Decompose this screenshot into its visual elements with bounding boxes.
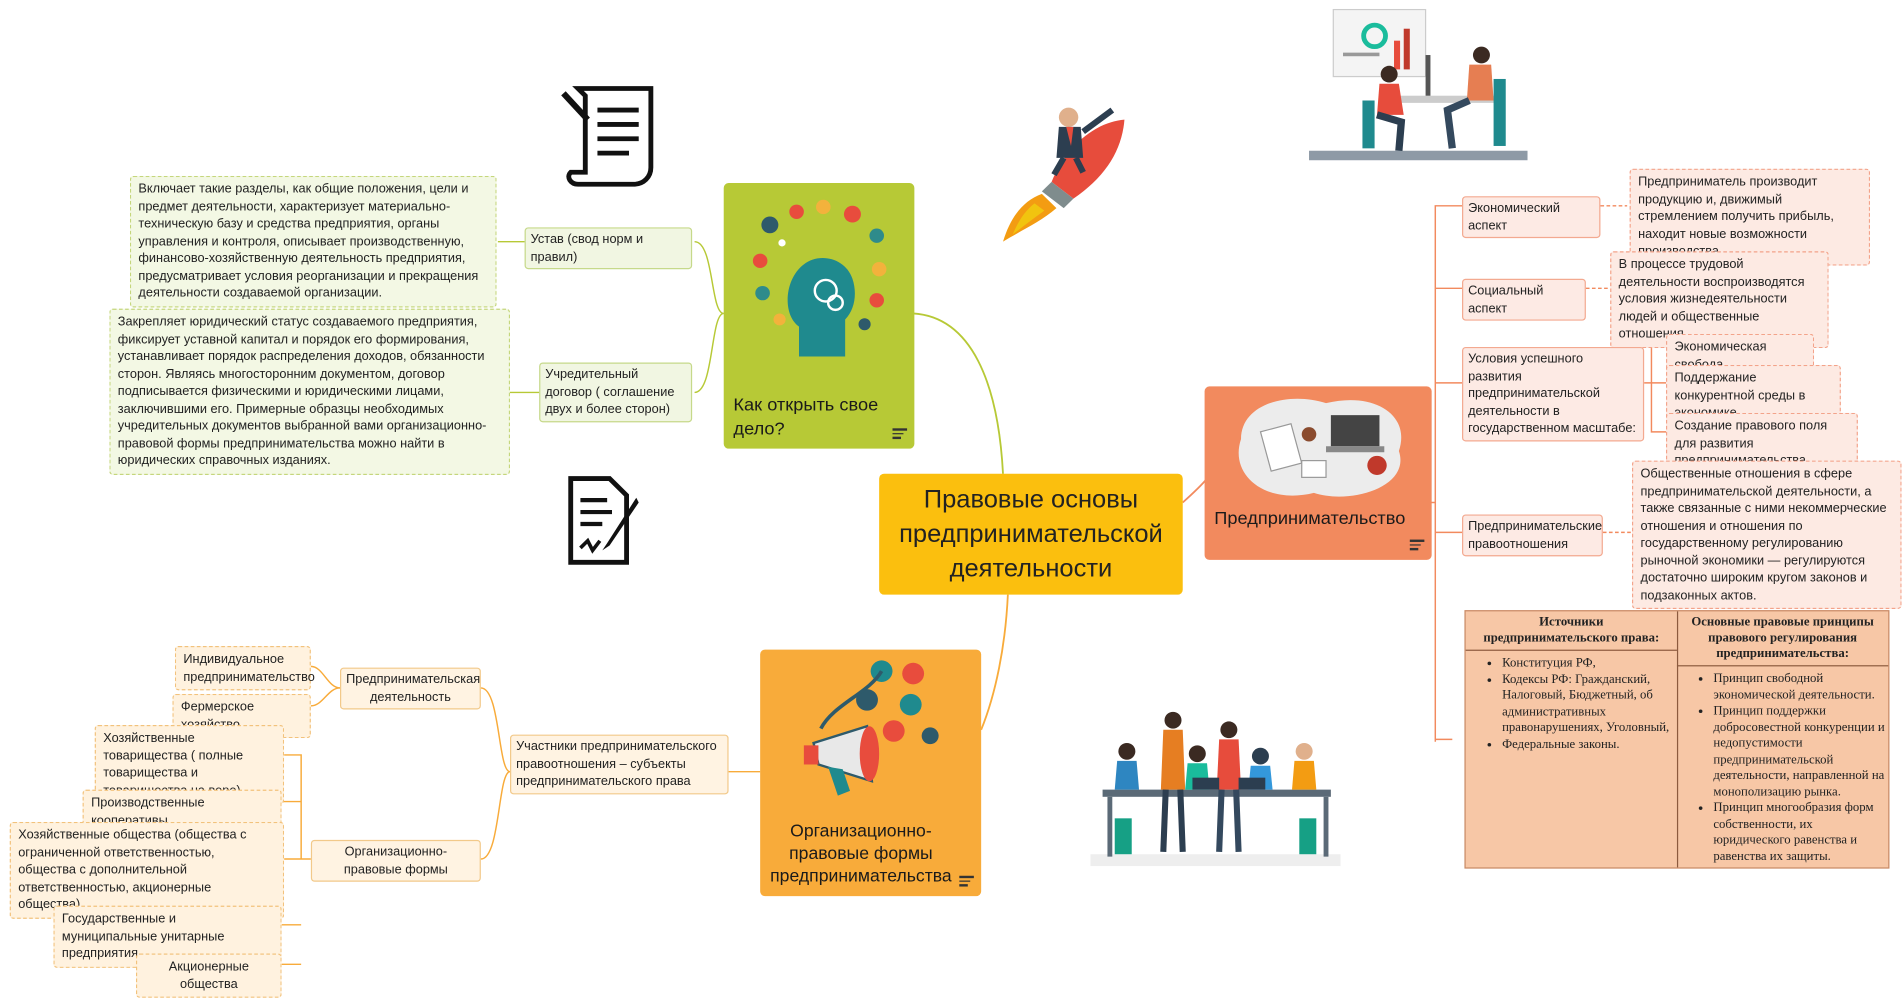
central-topic[interactable]: Правовые основы предпринимательской деят… xyxy=(879,473,1183,595)
topic-legal-forms-title: Организационно-правовые формы предприним… xyxy=(770,821,952,887)
sources-principles-table[interactable]: Источники предпринимательского права: Ко… xyxy=(1464,610,1890,869)
social-aspect-node[interactable]: Социальный аспект xyxy=(1462,278,1586,321)
legal-relations-note[interactable]: Общественные отношения в сфере предприни… xyxy=(1632,460,1902,609)
presentation-illustration xyxy=(1309,8,1528,161)
rocket-icon xyxy=(1003,107,1125,242)
legal-relations-node[interactable]: Предпринимательские правоотношения xyxy=(1462,514,1603,557)
sources-item: Федеральные законы. xyxy=(1502,736,1677,752)
legal-forms-node[interactable]: Организационно-правовые формы xyxy=(310,839,481,882)
business-companies[interactable]: Хозяйственные общества (общества с огран… xyxy=(9,821,285,919)
principles-item: Принцип многообразия форм собственности,… xyxy=(1713,800,1888,865)
principles-item: Принцип поддержки добросовестной конкуре… xyxy=(1713,703,1888,800)
principles-item: Принцип свободной экономической деятельн… xyxy=(1713,671,1888,703)
founding-agreement-note[interactable]: Закрепляет юридический статус создаваемо… xyxy=(109,308,511,475)
principles-header: Основные правовые принципы правового рег… xyxy=(1676,611,1889,667)
sources-item: Кодексы РФ: Гражданский, Налоговый, Бюдж… xyxy=(1502,672,1677,737)
desk-illustration xyxy=(1238,398,1402,497)
topic-entrepreneurship-title: Предпринимательство xyxy=(1214,508,1406,529)
sources-item: Конституция РФ, xyxy=(1502,656,1677,672)
menu-icon[interactable] xyxy=(959,875,974,887)
sources-header: Источники предпринимательского права: xyxy=(1465,611,1677,651)
ustav-node[interactable]: Устав (свод норм и правил) xyxy=(524,227,693,270)
megaphone-icon xyxy=(803,660,939,796)
menu-icon[interactable] xyxy=(892,428,908,439)
team-illustration xyxy=(1090,711,1341,867)
founding-agreement-node[interactable]: Учредительный договор ( соглашение двух … xyxy=(539,362,693,422)
menu-icon[interactable] xyxy=(1409,539,1425,551)
topic-legal-forms[interactable]: Организационно-правовые формы предприним… xyxy=(760,649,982,897)
topic-open-business[interactable]: Как открыть свое дело? xyxy=(723,183,915,449)
social-aspect-note[interactable]: В процессе трудовой деятельности воспрои… xyxy=(1610,251,1829,348)
topic-entrepreneurship[interactable]: Предпринимательство xyxy=(1204,386,1432,560)
topic-open-business-title: Как открыть свое дело? xyxy=(733,394,879,440)
head-icon xyxy=(752,199,887,357)
joint-stock-companies[interactable]: Акционерные общества xyxy=(136,953,282,998)
economic-aspect-node[interactable]: Экономический аспект xyxy=(1462,196,1601,239)
subjects-node[interactable]: Участники предпринимательского правоотно… xyxy=(510,734,729,794)
document-icon xyxy=(561,86,654,187)
economic-aspect-note[interactable]: Предприниматель производит продукцию и, … xyxy=(1629,168,1871,266)
ustav-note[interactable]: Включает такие разделы, как общие положе… xyxy=(129,175,497,307)
success-conditions-node[interactable]: Условия успешного развития предпринимате… xyxy=(1462,346,1645,441)
competitive-environment[interactable]: Поддержание конкурентной среды в экономи… xyxy=(1666,364,1841,427)
entrepreneurial-activity-node[interactable]: Предпринимательская деятельность xyxy=(340,667,481,710)
contract-icon xyxy=(568,476,639,565)
individual-entrepreneurship[interactable]: Индивидуальное предпринимательство xyxy=(174,646,315,691)
